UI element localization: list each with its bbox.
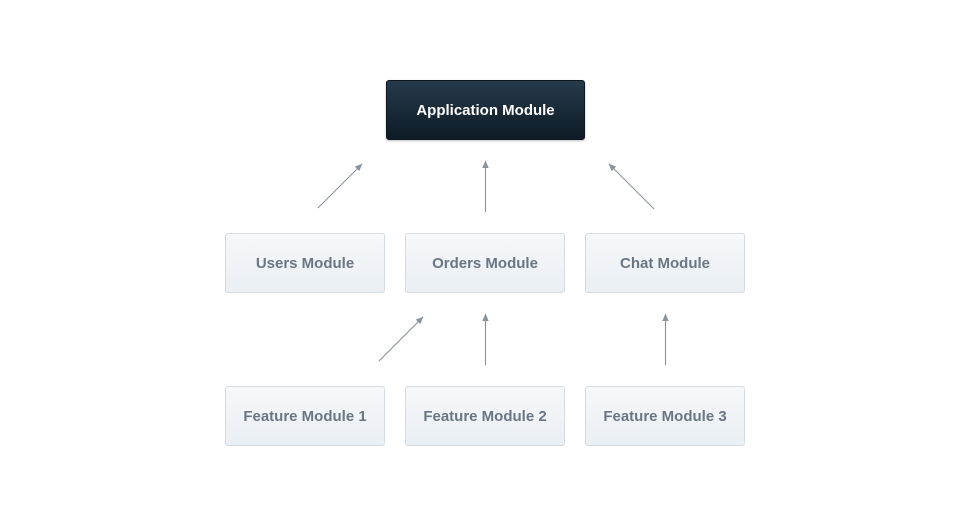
arrow-users-to-app [317,163,363,209]
arrow-feature1-to-orders [378,316,424,362]
feature-module-2-node: Feature Module 2 [405,386,565,446]
chat-module-node: Chat Module [585,233,745,293]
feature-module-1-node: Feature Module 1 [225,386,385,446]
application-module-node: Application Module [386,80,585,140]
feature-module-3-node: Feature Module 3 [585,386,745,446]
arrow-chat-to-app [608,163,655,210]
orders-module-node: Orders Module [405,233,565,293]
users-module-node: Users Module [225,233,385,293]
